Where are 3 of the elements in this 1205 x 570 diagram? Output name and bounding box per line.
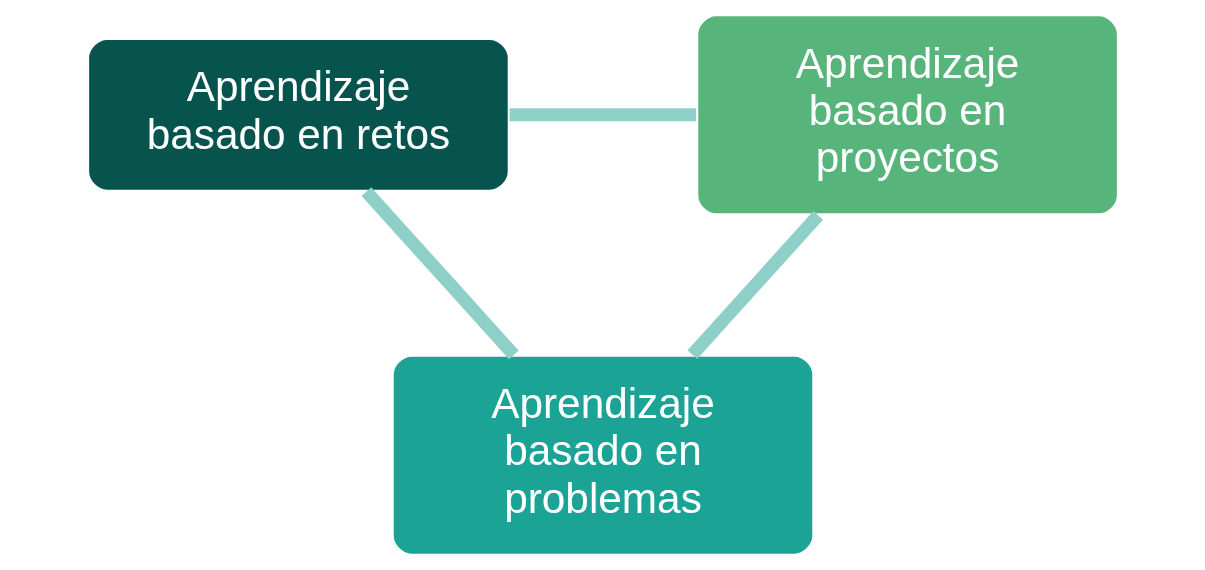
connector: [687, 210, 823, 360]
connector: [509, 108, 696, 122]
connector: [361, 187, 519, 360]
